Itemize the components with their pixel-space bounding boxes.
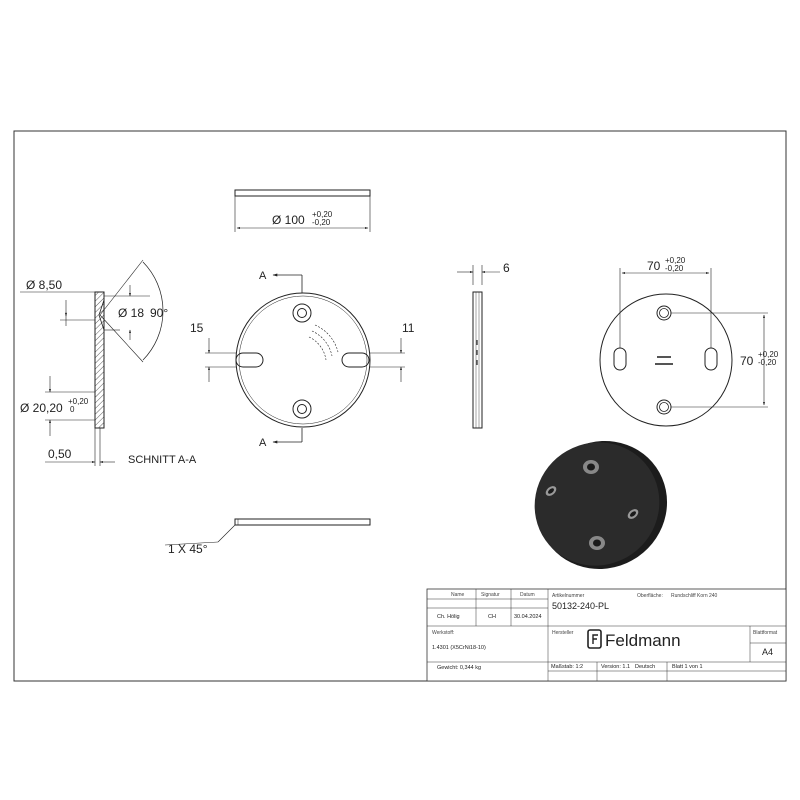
tb-sheet-format-label: Blattformat [753, 630, 778, 636]
side-plate [472, 291, 483, 429]
isometric-view [534, 440, 668, 570]
front-plate-outline [235, 292, 371, 428]
side-view: 6 [457, 261, 510, 429]
label-thickness: 6 [503, 261, 510, 275]
label-dia-tol-lower: -0,20 [312, 218, 331, 227]
brand-name: Feldmann [605, 631, 681, 650]
label-bore: Ø 20,20 [20, 401, 63, 415]
label-hole-diameter: Ø 8,50 [26, 278, 62, 292]
title-block: Name Signatur Datum Ch. Hölig CH 30.04.2… [426, 588, 787, 682]
tb-col-name: Name [451, 592, 465, 598]
tb-col-signature: Signatur [481, 592, 500, 598]
label-v-tol-lower: -0,20 [758, 358, 777, 367]
front-slot-right [341, 352, 370, 368]
label-chamfer: 1 X 45° [168, 542, 208, 556]
label-angle: 90° [150, 306, 168, 320]
label-diameter: Ø 100 [272, 213, 305, 227]
tb-signature: CH [488, 614, 496, 620]
front-hole-bottom [292, 399, 312, 419]
front-hole-top [292, 303, 312, 323]
tb-col-date: Datum [520, 592, 535, 598]
drawing-frame [13, 130, 787, 682]
tb-surface-label: Oberfläche: [637, 593, 663, 599]
section-marker-bottom: A [259, 437, 267, 449]
tb-material-value: 1.4301 (X5CrNi18-10) [432, 645, 486, 651]
tb-sheet-format: A4 [762, 647, 773, 657]
tb-weight: Gewicht: 0,344 kg [437, 665, 481, 671]
feldmann-logo-icon [587, 629, 602, 649]
tb-article-label: Artikelnummer [552, 593, 585, 599]
label-horizontal: 70 [647, 259, 661, 273]
back-plate-outline [599, 293, 733, 427]
tb-language: Deutsch [635, 664, 655, 670]
label-h-tol-lower: -0,20 [665, 264, 684, 273]
iso-plate [534, 442, 660, 566]
back-view: 70 +0,20 -0,20 70 +0,20 -0,20 [599, 256, 779, 427]
section-marker-top: A [259, 270, 267, 282]
tb-manufacturer-label: Hersteller [552, 630, 574, 636]
tb-version: Version: 1.1 [601, 664, 630, 670]
label-countersink: Ø 18 [118, 306, 144, 320]
tb-material-label: Werkstoff: [432, 630, 454, 636]
tb-date: 30.04.2024 [514, 614, 542, 620]
label-bore-tol-upper: +0,20 [68, 397, 89, 406]
label-section: SCHNITT A-A [128, 454, 197, 466]
label-slot-right: 11 [402, 321, 415, 335]
label-bore-tol-lower: 0 [70, 405, 75, 414]
back-slot-right [704, 347, 718, 371]
front-view: A A 15 11 [190, 270, 415, 449]
tb-drawn-by: Ch. Hölig [437, 614, 460, 620]
section-view: Ø 8,50 Ø 18 90° Ø 20,20 +0,20 0 0,50 SCH… [20, 259, 197, 466]
tb-sheet: Blatt 1 von 1 [672, 664, 703, 670]
top-edge-view: Ø 100 +0,20 -0,20 [234, 189, 371, 232]
section-plate-hatch [94, 291, 105, 429]
front-slot-left [235, 352, 264, 368]
label-depth: 0,50 [48, 447, 72, 461]
bottom-edge-view: 1 X 45° [164, 518, 371, 556]
tb-scale: Maßstab: 1:2 [551, 664, 583, 670]
back-slot-left [613, 347, 627, 371]
tb-article-number: 50132-240-PL [552, 601, 609, 611]
label-h-tol-upper: +0,20 [665, 256, 686, 265]
label-slot-left: 15 [190, 321, 204, 335]
label-vertical: 70 [740, 354, 754, 368]
tb-surface-value: Rundschliff Korn 240 [671, 593, 718, 599]
label-v-tol-upper: +0,20 [758, 350, 779, 359]
label-dia-tol-upper: +0,20 [312, 210, 333, 219]
